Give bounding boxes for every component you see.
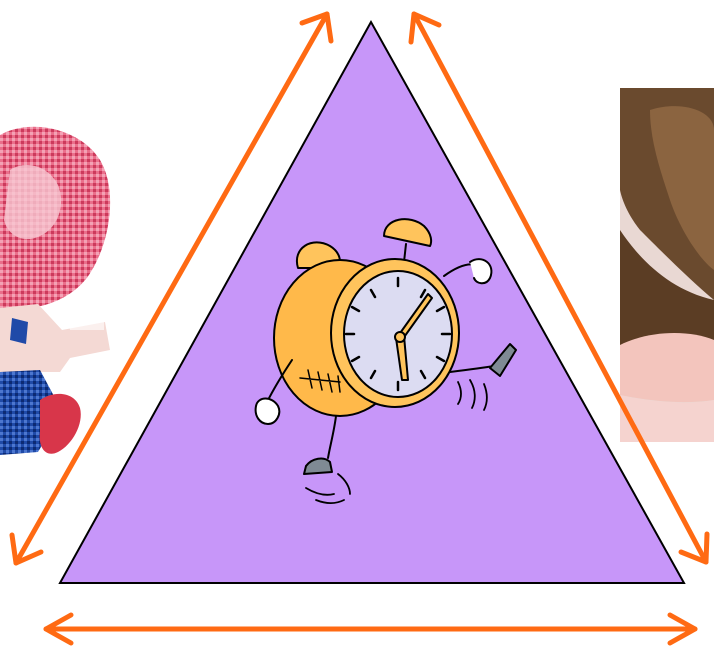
bottom-horizontal-arrow (46, 615, 695, 643)
woman-photo-icon (620, 88, 714, 442)
stressed-cartoon-person-icon (0, 127, 110, 455)
